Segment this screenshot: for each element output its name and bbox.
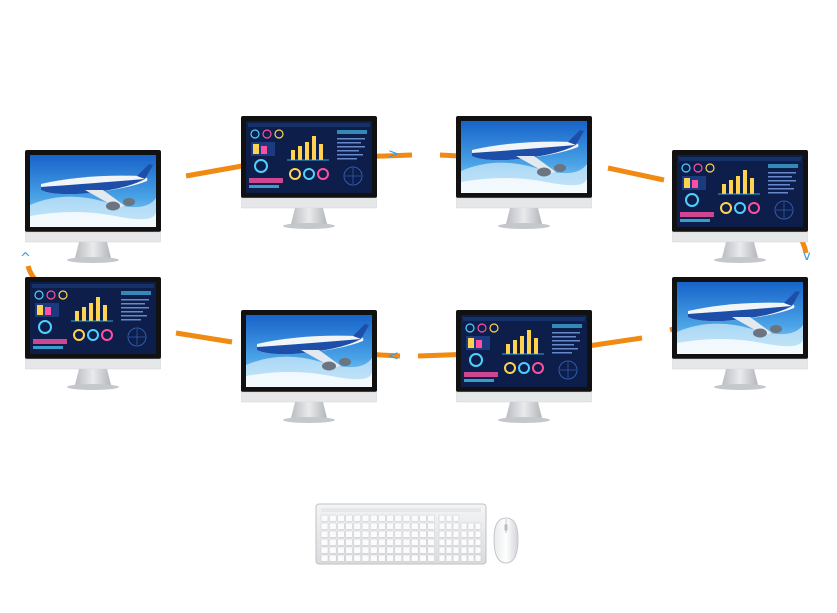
arrow-up-icon: ^ (20, 251, 31, 266)
link-m8-m7b (587, 335, 643, 349)
keyboard (315, 503, 487, 565)
link-m1-m2b (185, 163, 243, 179)
arrow-left-icon: < (388, 349, 399, 364)
monitor-8 (672, 277, 808, 395)
link-m5-m5 (175, 330, 233, 345)
monitor-5 (25, 277, 161, 395)
monitor-4 (672, 150, 808, 268)
monitor-6 (241, 310, 377, 428)
mouse (493, 517, 519, 564)
arrow-down-icon: v (803, 249, 811, 264)
arrow-right-icon: > (388, 147, 399, 162)
link-m4-m4 (607, 165, 665, 183)
monitor-3 (456, 116, 592, 234)
monitor-2 (241, 116, 377, 234)
monitor-1 (25, 150, 161, 268)
monitor-7 (456, 310, 592, 428)
